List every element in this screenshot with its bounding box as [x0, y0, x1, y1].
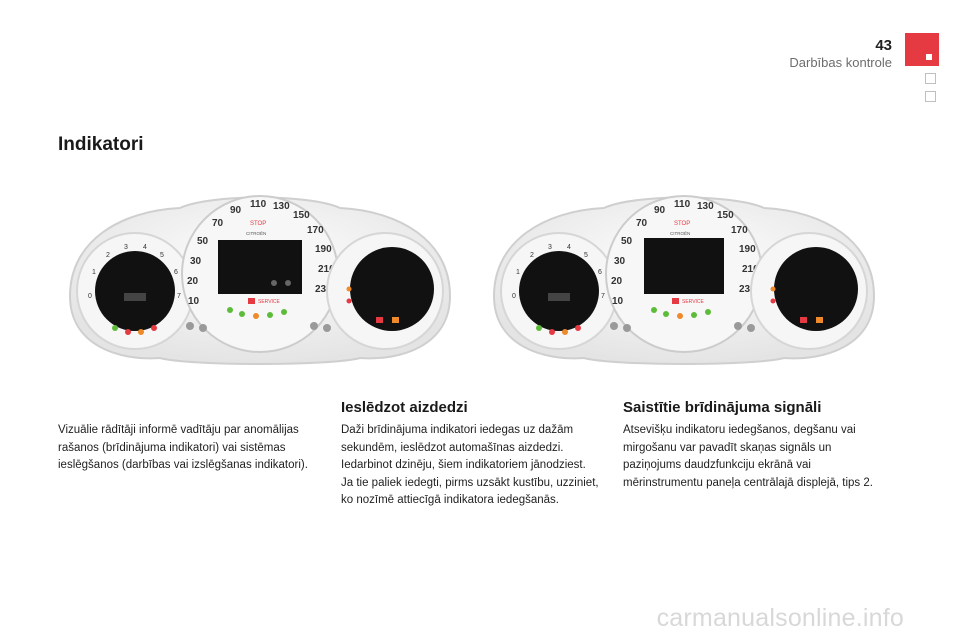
signals-paragraph: Atsevišķu indikatoru iedegšanos, degšanu… — [623, 424, 873, 489]
svg-text:10: 10 — [188, 296, 200, 307]
svg-text:7: 7 — [177, 293, 181, 300]
svg-text:SERVICE: SERVICE — [258, 299, 281, 305]
svg-text:10: 10 — [612, 296, 624, 307]
svg-text:170: 170 — [731, 225, 748, 236]
svg-text:2: 2 — [530, 252, 534, 259]
ignition-paragraph: Daži brīdinājuma indikatori iedegas uz d… — [341, 424, 599, 507]
svg-text:130: 130 — [273, 201, 290, 212]
svg-text:190: 190 — [315, 244, 332, 255]
svg-text:5: 5 — [160, 252, 164, 259]
intro-paragraph: Vizuālie rādītāji informē vadītāju par a… — [58, 424, 308, 472]
chapter-tab[interactable] — [905, 33, 939, 66]
svg-text:190: 190 — [739, 244, 756, 255]
svg-text:6: 6 — [598, 269, 602, 276]
svg-text:130: 130 — [697, 201, 714, 212]
svg-text:110: 110 — [674, 199, 691, 210]
svg-text:230: 230 — [739, 284, 756, 295]
svg-text:230: 230 — [315, 284, 332, 295]
svg-text:20: 20 — [187, 276, 199, 287]
svg-text:CITROËN: CITROËN — [670, 230, 690, 236]
watermark: carmanualsonline.info — [656, 604, 904, 632]
svg-text:1: 1 — [516, 269, 520, 276]
svg-text:2: 2 — [106, 252, 110, 259]
svg-text:30: 30 — [614, 256, 626, 267]
svg-text:0: 0 — [512, 293, 516, 300]
svg-text:30: 30 — [190, 256, 202, 267]
section-title: Darbības kontrole — [789, 55, 892, 70]
tab-marker-icon — [926, 54, 932, 60]
svg-text:210: 210 — [318, 264, 335, 275]
svg-text:3: 3 — [548, 244, 552, 251]
svg-text:150: 150 — [717, 210, 734, 221]
svg-text:0: 0 — [88, 293, 92, 300]
svg-text:7: 7 — [601, 293, 605, 300]
svg-text:70: 70 — [636, 218, 648, 229]
svg-text:1: 1 — [92, 269, 96, 276]
svg-text:STOP: STOP — [250, 221, 266, 227]
svg-text:170: 170 — [307, 225, 324, 236]
svg-text:6: 6 — [174, 269, 178, 276]
page-title: Indikatori — [58, 134, 144, 155]
svg-text:3: 3 — [124, 244, 128, 251]
svg-text:SERVICE: SERVICE — [682, 299, 705, 305]
ignition-heading: Ieslēdzot aizdedzi — [341, 399, 468, 416]
chapter-tab-box-1[interactable] — [925, 73, 936, 84]
svg-text:5: 5 — [584, 252, 588, 259]
svg-text:4: 4 — [143, 244, 147, 251]
svg-text:70: 70 — [212, 218, 224, 229]
page-number: 43 — [875, 37, 892, 54]
svg-text:90: 90 — [654, 205, 666, 216]
chapter-tab-box-2[interactable] — [925, 91, 936, 102]
svg-text:110: 110 — [250, 199, 267, 210]
svg-text:4: 4 — [567, 244, 571, 251]
svg-text:CITROËN: CITROËN — [246, 230, 266, 236]
svg-text:50: 50 — [197, 236, 209, 247]
svg-text:210: 210 — [742, 264, 759, 275]
svg-text:90: 90 — [230, 205, 242, 216]
svg-text:20: 20 — [611, 276, 623, 287]
svg-text:STOP: STOP — [674, 221, 690, 227]
svg-text:150: 150 — [293, 210, 310, 221]
signals-heading: Saistītie brīdinājuma signāli — [623, 399, 822, 416]
svg-text:50: 50 — [621, 236, 633, 247]
